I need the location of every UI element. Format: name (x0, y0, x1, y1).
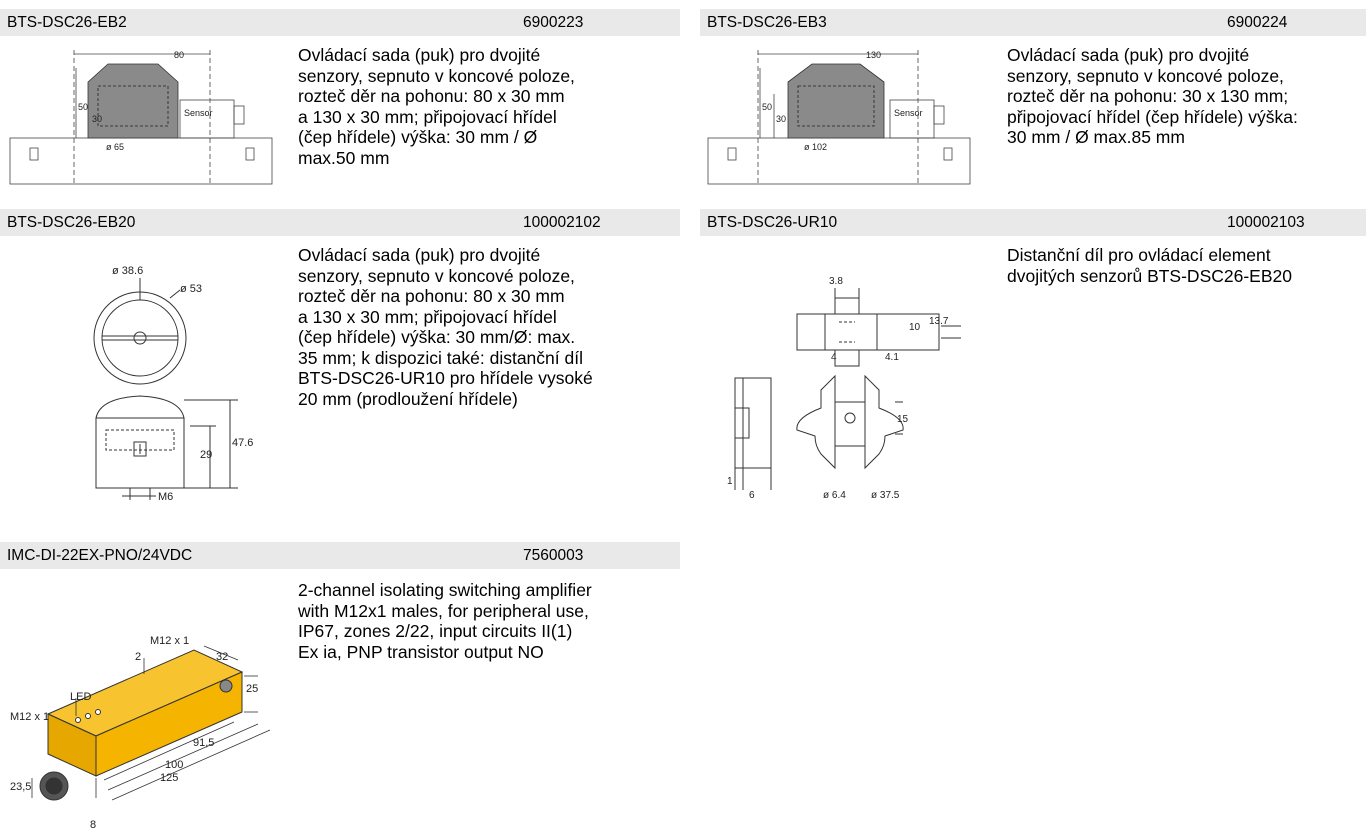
dimension-label: ø 37.5 (871, 490, 900, 501)
dimension-label: 15 (897, 414, 909, 425)
dimension-label: ø 53 (180, 283, 202, 295)
product-code: 6900224 (1227, 14, 1288, 31)
product-description: 2-channel isolating switching amplifier … (298, 580, 592, 662)
product-drawing: 80 50 30 ø 65 Sensor (9, 44, 280, 185)
dimension-label: 1 (727, 476, 733, 487)
dimension-label: M12 x 1 (10, 711, 49, 723)
product-description: Ovládací sada (puk) pro dvojité senzory,… (298, 45, 575, 168)
dimension-label: M6 (158, 491, 173, 503)
product-code: 100002103 (1227, 214, 1305, 231)
dimension-label: ø 6.4 (823, 490, 846, 501)
product-drawing: 130 50 30 ø 102 Sensor (707, 44, 978, 185)
dimension-label: 50 (762, 102, 772, 112)
dimension-label: M12 x 1 (150, 635, 189, 647)
product-description: Ovládací sada (puk) pro dvojité senzory,… (1007, 45, 1298, 147)
dimension-label: ø 65 (106, 142, 124, 152)
dimension-label: 125 (160, 772, 178, 784)
product-description: Distanční díl pro ovládací element dvoji… (1007, 245, 1292, 286)
housing-side (95, 671, 243, 777)
led-label: LED (70, 691, 91, 703)
dimension-label: 50 (78, 102, 88, 112)
product-header: BTS-DSC26-EB3 6900224 (700, 9, 1366, 36)
dimension-label: 25 (246, 683, 258, 695)
product-code: 6900223 (523, 14, 584, 31)
product-header: BTS-DSC26-EB20 100002102 (0, 209, 680, 236)
dimension-label: 91,5 (193, 737, 214, 749)
dimension-label: 6 (749, 490, 755, 501)
dimension-label: 29 (200, 449, 212, 461)
sensor-label: Sensor (184, 108, 213, 118)
dimension-label: 80 (174, 50, 184, 60)
dimension-label: 100 (165, 759, 183, 771)
product-name: BTS-DSC26-UR10 (707, 214, 838, 231)
product-name: BTS-DSC26-EB3 (707, 14, 827, 31)
product-description: Ovládací sada (puk) pro dvojité senzory,… (298, 245, 593, 409)
product-code: 100002102 (523, 214, 601, 231)
dimension-label: ø 38.6 (112, 265, 143, 277)
dimension-label: 13.7 (929, 316, 949, 327)
sensor-label: Sensor (894, 108, 923, 118)
product-drawing: ø 38.6 ø 53 47.6 29 M6 (70, 250, 270, 510)
product-name: IMC-DI-22EX-PNO/24VDC (7, 547, 193, 564)
product-drawing: M12 x 1 M12 x 1 LED 2 32 25 91,5 100 125… (8, 628, 280, 833)
product-drawing: 3.8 10 13.7 4 4.1 15 1 6 ø 6.4 ø 37.5 (725, 268, 965, 518)
dimension-label: 10 (909, 322, 921, 333)
product-name: BTS-DSC26-EB20 (7, 214, 136, 231)
product-header: IMC-DI-22EX-PNO/24VDC 7560003 (0, 542, 680, 569)
dimension-label: 30 (776, 114, 786, 124)
product-name: BTS-DSC26-EB2 (7, 14, 127, 31)
dimension-label: 4 (831, 352, 837, 363)
dimension-label: 4.1 (885, 352, 899, 363)
dimension-label: ø 102 (804, 142, 827, 152)
product-header: BTS-DSC26-UR10 100002103 (700, 209, 1366, 236)
dimension-label: 3.8 (829, 276, 843, 287)
dimension-label: 23,5 (10, 781, 31, 793)
dimension-label: 8 (90, 819, 96, 831)
dimension-label: 30 (92, 114, 102, 124)
dimension-label: 2 (135, 651, 141, 663)
dimension-label: 130 (866, 50, 881, 60)
dimension-label: 47.6 (232, 437, 253, 449)
dimension-label: 32 (216, 651, 228, 663)
product-header: BTS-DSC26-EB2 6900223 (0, 9, 680, 36)
product-code: 7560003 (523, 547, 584, 564)
